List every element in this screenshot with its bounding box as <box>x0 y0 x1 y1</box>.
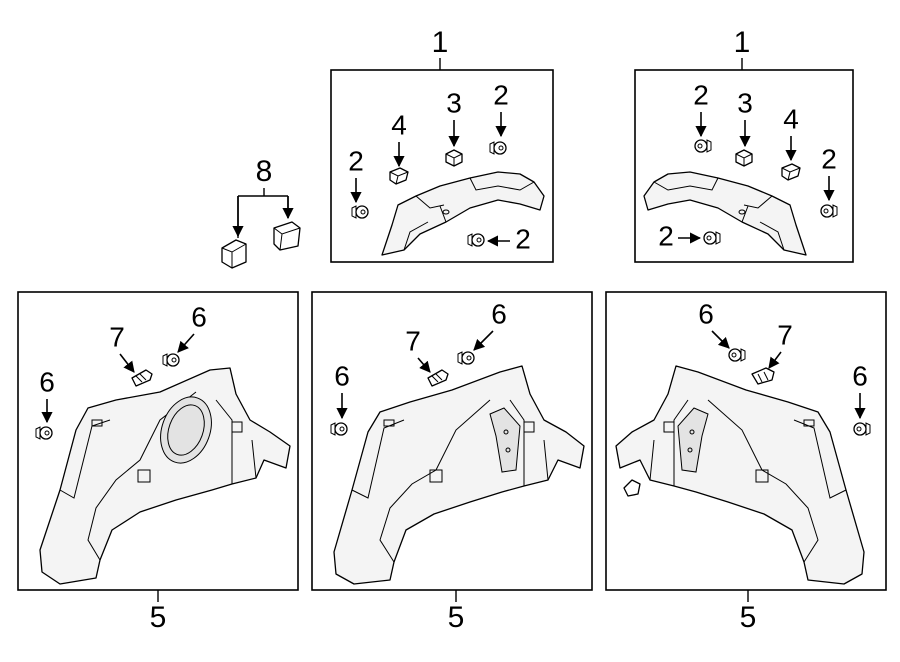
callout-c-6a: 6 <box>698 298 714 329</box>
push-clip-icon <box>853 422 871 436</box>
callout-a-7: 7 <box>109 321 125 352</box>
retainer-icon <box>735 149 753 167</box>
panel-5-a: 5 6 7 6 <box>17 291 299 634</box>
trim-panel-icon <box>615 365 865 585</box>
bracket-group-8: 8 <box>221 155 301 269</box>
push-clip-icon <box>467 233 485 247</box>
callout-c-6b: 6 <box>852 360 868 391</box>
callout-b-7: 7 <box>405 325 421 356</box>
callout-8: 8 <box>256 155 273 188</box>
retainer-icon <box>427 369 449 387</box>
callout-r-2a: 2 <box>693 79 709 110</box>
arrow-a-6b <box>177 333 195 353</box>
box-5-c <box>605 291 887 591</box>
arrow-b-6b <box>473 330 494 351</box>
trim-panel-icon <box>333 365 585 585</box>
leader-8 <box>237 188 289 238</box>
push-clip-icon <box>457 351 475 365</box>
callout-l-2b: 2 <box>493 79 509 110</box>
callout-r-2c: 2 <box>658 220 674 251</box>
push-clip-icon <box>162 353 180 367</box>
callout-1-right: 1 <box>734 26 751 59</box>
push-clip-icon <box>703 231 721 245</box>
push-clip-icon <box>35 426 53 440</box>
callout-5-a: 5 <box>150 601 167 634</box>
arrow-b-7 <box>417 357 431 373</box>
push-clip-icon <box>330 422 348 436</box>
push-clip-icon <box>489 141 507 155</box>
callout-a-6b: 6 <box>191 301 207 332</box>
callout-l-2c: 2 <box>515 223 531 254</box>
callout-1-left: 1 <box>432 26 449 59</box>
callout-r-4: 4 <box>783 103 799 134</box>
bracket-icon <box>221 239 247 269</box>
rear-shelf-trim-icon <box>381 171 545 256</box>
arrow-c-7 <box>768 351 782 369</box>
callout-b-6b: 6 <box>491 298 507 329</box>
panel-5-b: 5 6 7 6 <box>311 291 593 634</box>
callout-l-3: 3 <box>446 87 462 118</box>
retainer-icon <box>273 221 301 251</box>
panel-1-left: 1 2 4 3 2 <box>330 26 554 263</box>
callout-r-2b: 2 <box>821 143 837 174</box>
arrow-a-7 <box>119 353 135 373</box>
push-clip-icon <box>728 348 746 362</box>
callout-l-4: 4 <box>391 109 407 140</box>
callout-r-3: 3 <box>737 87 753 118</box>
clip-nut-icon <box>389 167 409 185</box>
rear-shelf-trim-icon <box>643 171 807 256</box>
panel-1-right: 1 2 3 4 2 <box>634 26 854 263</box>
panel-5-c: 5 6 7 6 <box>605 291 887 634</box>
retainer-icon <box>751 367 775 385</box>
callout-5-c: 5 <box>740 601 757 634</box>
callout-l-2a: 2 <box>348 145 364 176</box>
arrow-c-6a <box>711 330 730 349</box>
box-1-right <box>634 69 854 263</box>
callout-5-b: 5 <box>448 601 465 634</box>
callout-b-6a: 6 <box>334 360 350 391</box>
callout-a-6a: 6 <box>39 366 55 397</box>
box-1-left <box>330 69 554 263</box>
retainer-icon <box>131 369 153 387</box>
push-clip-icon <box>694 139 712 153</box>
trim-panel-icon <box>39 367 291 585</box>
box-5-b <box>311 291 593 591</box>
push-clip-icon <box>820 204 838 218</box>
callout-c-7: 7 <box>777 319 793 350</box>
clip-nut-icon <box>781 163 801 181</box>
retainer-icon <box>445 149 463 167</box>
push-clip-icon <box>351 205 369 219</box>
